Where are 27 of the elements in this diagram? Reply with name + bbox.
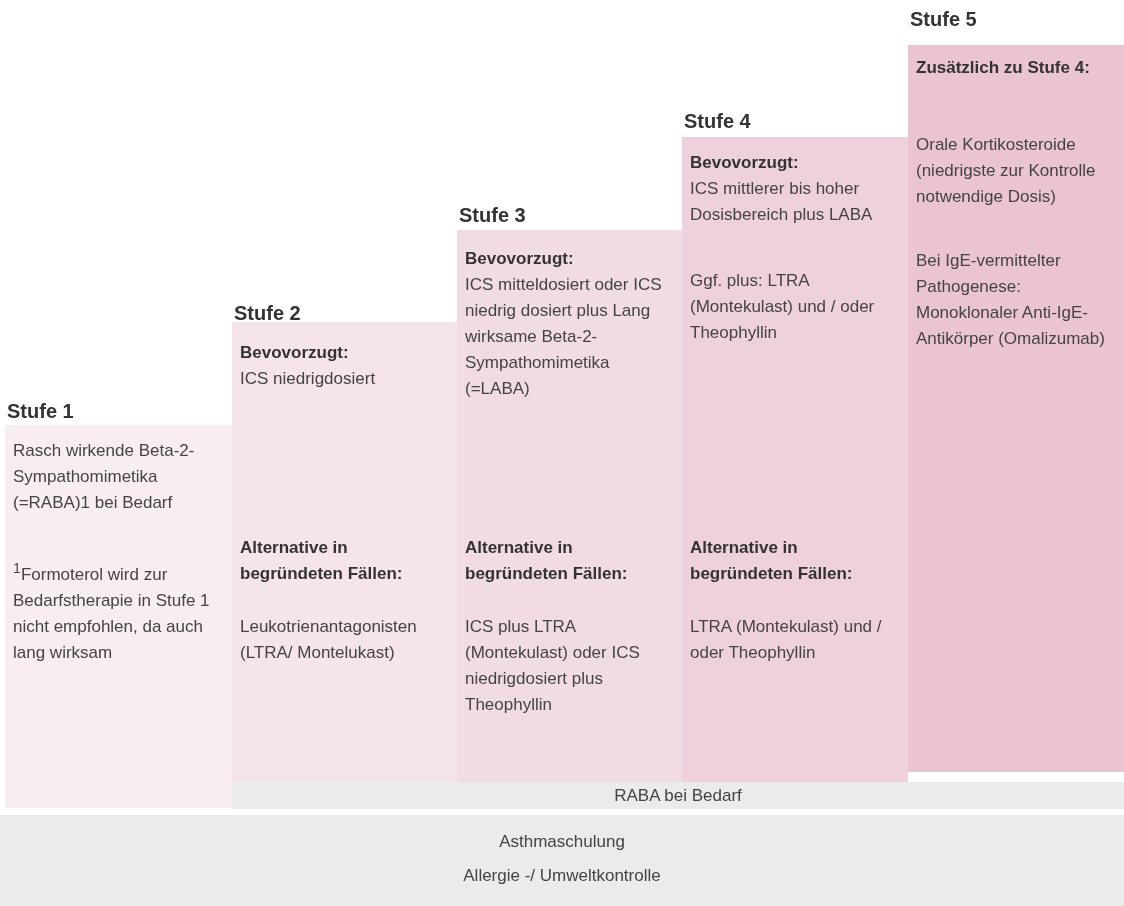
body-text: ICS mitteldosiert oder ICS niedrig dosiert plus Lang wirksame Beta-2-Sympathomimetika (=LABA) [465,274,663,400]
section-heading: Alternative in begründeten Fällen: [690,537,854,585]
step-heading: Stufe 5 [910,7,978,32]
step-heading: Stufe 1 [7,399,75,424]
body-text: ICS niedrigdosiert [240,368,377,390]
base-band [232,782,1124,809]
body-text: ICS plus LTRA (Montekulast) oder ICS niedrigdosiert plus Theophyllin [465,616,641,716]
step-heading: Stufe 4 [684,109,752,134]
body-text: Rasch wirkende Beta-2-Sympathomimetika (=RABA)1 bei Bedarf [13,440,196,514]
body-text: RABA bei Bedarf [613,785,743,807]
section-heading: Zusätzlich zu Stufe 4: [916,57,1091,79]
body-text: ICS mittlerer bis hoher Dosisbereich plus LABA [690,178,874,226]
step-heading: Stufe 3 [459,203,527,228]
body-text: Allergie -/ Umweltkontrolle [462,865,662,887]
body-text: LTRA (Montekulast) und / oder Theophyllin [690,616,883,664]
body-text: Asthmaschulung [498,831,626,853]
section-heading: Alternative in begründeten Fällen: [465,537,629,585]
body-text: Leukotrienantagonisten (LTRA/ Montelukast) [240,616,418,664]
body-text: Orale Kortikosteroide (niedrigste zur Kontrolle notwendige Dosis) [916,134,1097,208]
body-text: Ggf. plus: LTRA (Montekulast) und / oder Theophyllin [690,270,876,344]
section-heading: Alternative in begründeten Fällen: [240,537,404,585]
section-heading: Bevovorzugt: [690,152,800,174]
section-heading: Bevovorzugt: [240,342,350,364]
body-text: Bei IgE-vermittelter Pathogenese: Monoklonaler Anti-IgE-Antikörper (Omalizumab) [916,250,1106,350]
footnote-text: $^{1}$Formoterol wird zur Bedarfstherapie in Stufe 1 nicht empfohlen, da auch lang wirksam [13,559,211,664]
step-heading: Stufe 2 [234,301,302,326]
section-heading: Bevovorzugt: [465,248,575,270]
